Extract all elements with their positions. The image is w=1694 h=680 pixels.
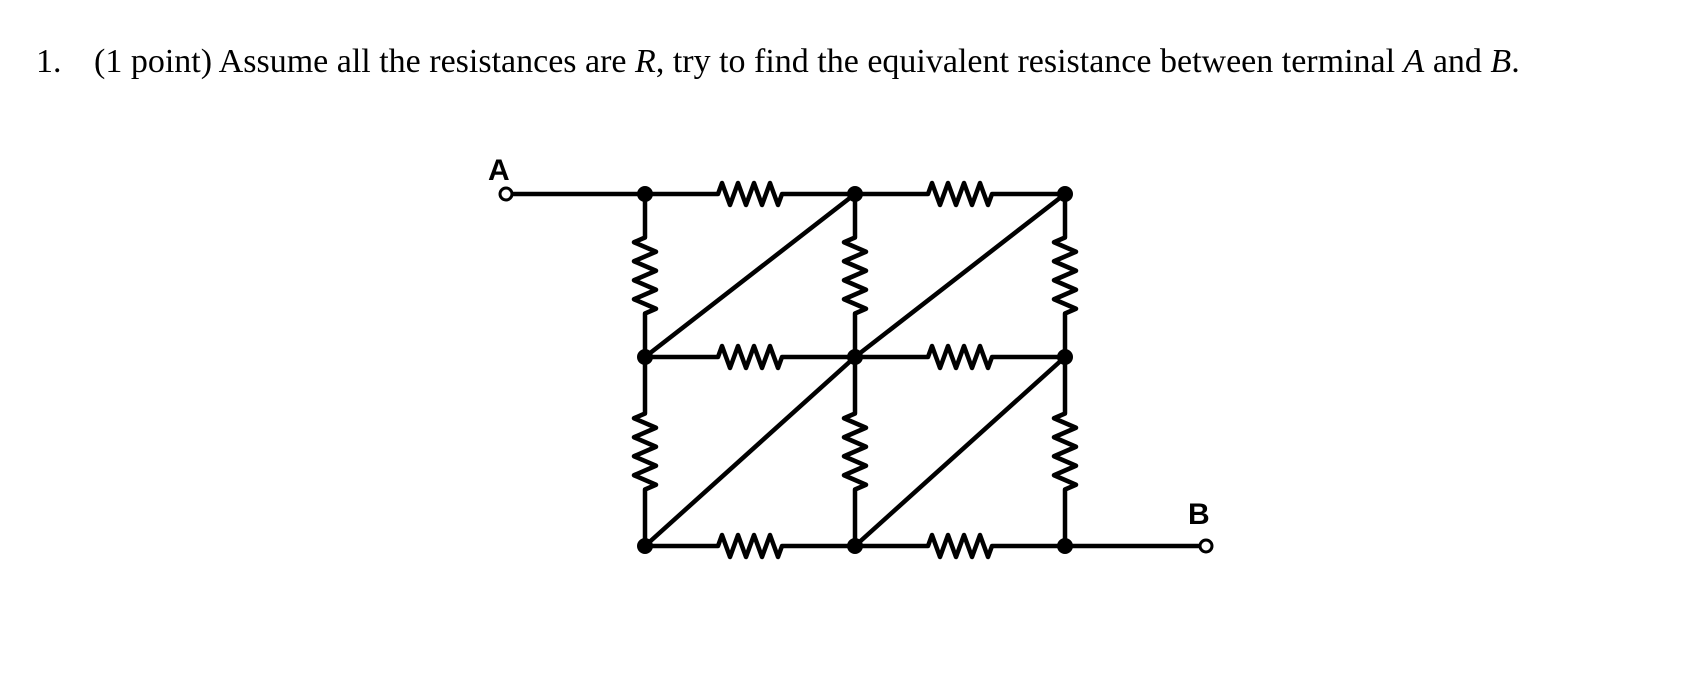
terminal-b-label: B (1188, 498, 1210, 531)
resistor-v-2-2 (841, 354, 869, 549)
diagonal-wire-4 (852, 354, 1068, 549)
question-text-part2: , try to find the equivalent resistance … (655, 43, 1396, 80)
diagonal-wire-3 (642, 354, 858, 549)
question-text-and: and (1432, 43, 1482, 80)
junction-node-3-2 (847, 538, 863, 554)
junction-node-3-1 (637, 538, 653, 554)
question-points: (1 point) (94, 43, 213, 80)
resistor-v-1-3 (1051, 191, 1079, 360)
var-r: R (635, 43, 656, 80)
junction-node-1-1 (637, 186, 653, 202)
junction-node-3-3 (1057, 538, 1073, 554)
resistor-v-2-1 (631, 354, 659, 549)
resistor-h-3-2 (852, 532, 1068, 560)
junction-node-2-3 (1057, 349, 1073, 365)
junction-node-1-3 (1057, 186, 1073, 202)
junction-node-1-2 (847, 186, 863, 202)
terminal-a-label: A (488, 154, 510, 187)
terminal-a (498, 186, 514, 202)
resistor-v-1-1 (631, 191, 659, 360)
resistor-h-3-1 (642, 532, 858, 560)
var-b: B (1490, 43, 1512, 80)
resistor-h-1-1 (642, 180, 858, 208)
resistor-h-2-2 (852, 343, 1068, 371)
resistor-h-2-1 (642, 343, 858, 371)
junction-node-2-2 (847, 349, 863, 365)
diagonal-wire-1 (642, 191, 858, 360)
resistor-v-1-2 (841, 191, 869, 360)
junction-node-2-1 (637, 349, 653, 365)
question-text-end: . (1511, 43, 1520, 80)
question-text: (1 point) Assume all the resistances are… (94, 40, 1674, 84)
resistor-h-1-2 (852, 180, 1068, 208)
diagonal-wire-2 (852, 191, 1068, 360)
resistor-v-2-3 (1051, 354, 1079, 549)
question-number: 1. (36, 43, 62, 80)
terminal-b (1198, 538, 1214, 554)
var-a: A (1403, 43, 1425, 80)
question-text-part1: Assume all the resistances are (218, 43, 627, 80)
